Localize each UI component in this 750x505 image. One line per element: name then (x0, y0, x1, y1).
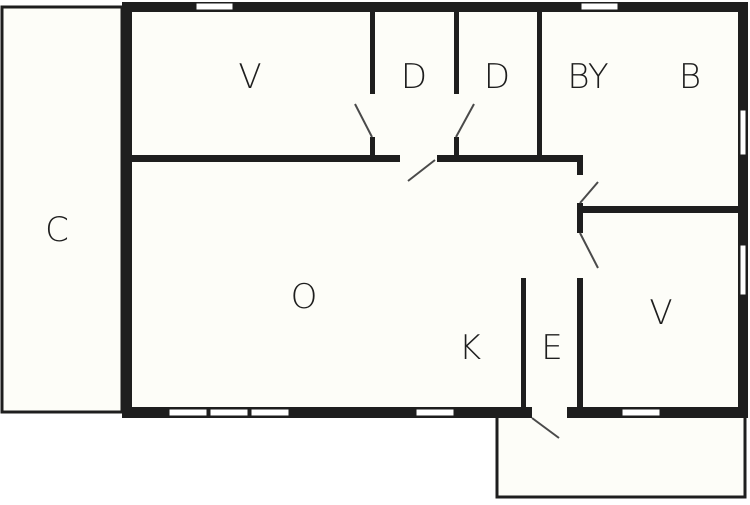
room-label-closet-2: D (483, 57, 511, 97)
door-bedroom-top (354, 103, 373, 138)
room-label-entrance: E (541, 328, 563, 368)
window-bottom-right (621, 408, 661, 417)
door-entrance (531, 417, 560, 439)
window-right-upper (739, 109, 747, 156)
carport-outline (0, 5, 124, 414)
room-label-closet-1: D (400, 57, 428, 97)
room-label-kitchen: K (458, 328, 482, 368)
room-label-bedroom-right: V (649, 293, 673, 333)
room-label-carport: C (45, 210, 69, 250)
room-label-bathroom: BY (567, 57, 609, 97)
room-label-bath-b: B (678, 57, 702, 97)
window-bottom-4 (415, 408, 455, 417)
window-bottom-1 (168, 408, 208, 417)
interior-walls (122, 2, 747, 418)
window-right-lower (739, 244, 747, 296)
room-label-bedroom-top: V (238, 57, 262, 97)
window-bottom-2 (209, 408, 249, 417)
door-bathroom (579, 181, 599, 204)
window-top-right (580, 2, 619, 11)
window-top-left (195, 2, 234, 11)
window-bottom-3 (250, 408, 290, 417)
porch-outline (495, 412, 747, 499)
door-swings (354, 103, 599, 439)
door-closet (455, 103, 475, 138)
door-bedroom-right (579, 232, 599, 269)
windows (168, 2, 747, 417)
room-label-living: O (290, 277, 318, 317)
door-living-top (407, 159, 436, 182)
